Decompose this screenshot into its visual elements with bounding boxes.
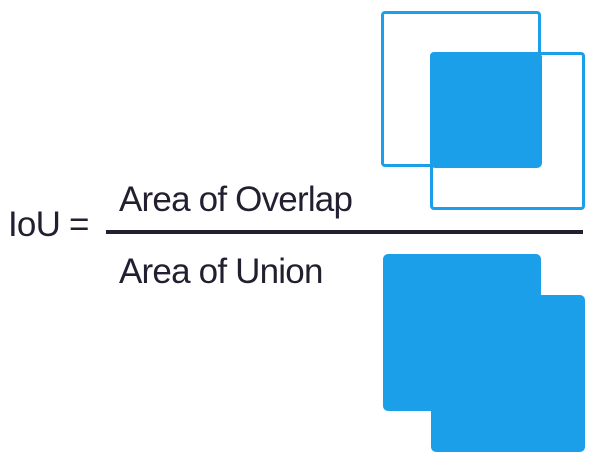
overlap-intersection-fill bbox=[430, 52, 542, 168]
iou-equals-label: IoU = bbox=[8, 205, 89, 244]
fraction-numerator-label: Area of Overlap bbox=[119, 180, 353, 219]
fraction-bar bbox=[106, 230, 583, 234]
union-box-b-fill bbox=[431, 295, 585, 452]
fraction-denominator-label: Area of Union bbox=[119, 252, 323, 291]
